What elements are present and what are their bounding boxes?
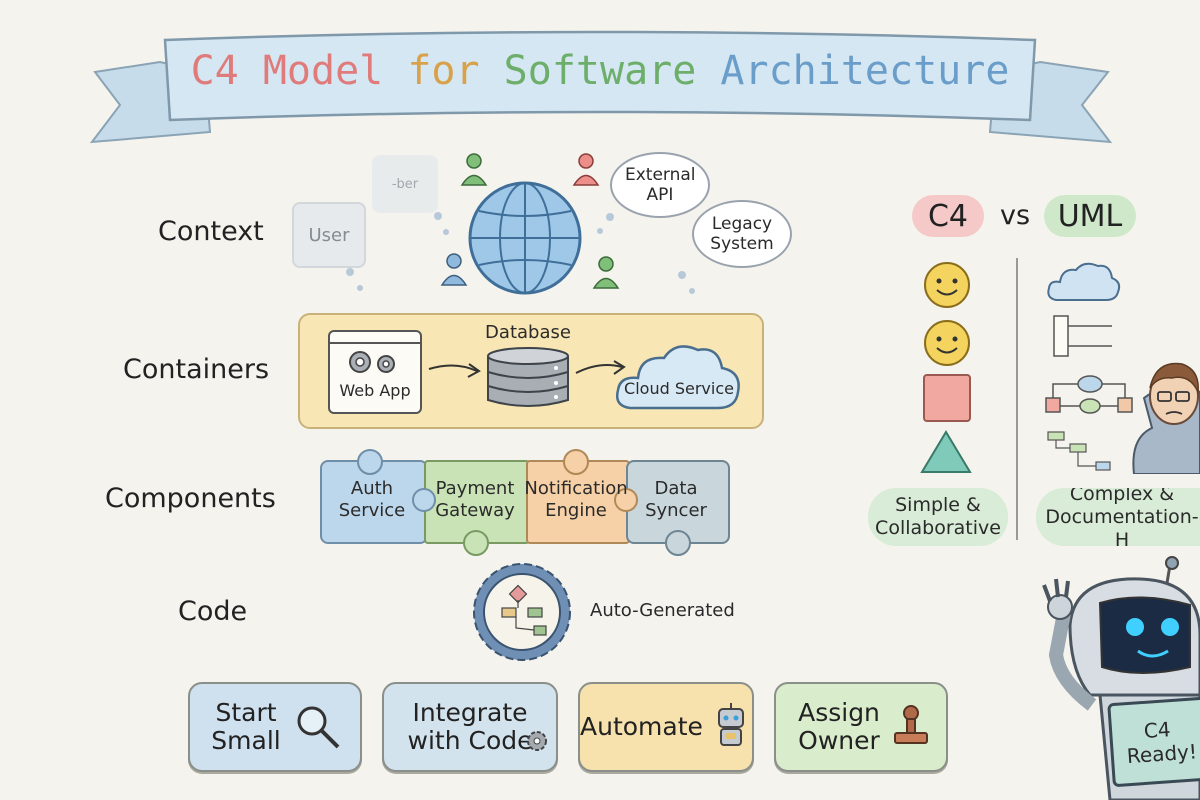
component-auth-service-label: Auth Service: [338, 478, 406, 521]
comparison-divider: [1016, 258, 1018, 540]
legacy-system-bubble: Legacy System: [692, 200, 792, 268]
smiley-icon: [924, 262, 970, 308]
legacy-system-label: Legacy System: [710, 214, 774, 254]
title-part-for: for: [383, 48, 504, 94]
bubble-dots: [597, 213, 695, 294]
user-box-faded: -ber: [372, 155, 438, 213]
start-small-label: Start Small: [211, 698, 281, 755]
magnifier-icon: [297, 706, 340, 749]
uml-class-diagram-icon: [1053, 315, 1112, 357]
component-payment-gateway: [424, 460, 530, 544]
user-box: User: [292, 202, 366, 268]
c4-pill: C4: [912, 195, 984, 237]
level-context-label: Context: [158, 216, 264, 247]
robot-mascot-icon: [1042, 556, 1200, 800]
ribbon-graphic: [89, 30, 1113, 144]
web-app-label: Web App: [339, 381, 411, 400]
window-titlebar: [330, 332, 420, 344]
cloud-icon: [1047, 262, 1121, 301]
component-notification-engine-label: Notification Engine: [524, 478, 628, 521]
start-small-button[interactable]: Start Small: [188, 682, 362, 772]
title-part-c4: C4 Model: [190, 48, 384, 94]
confused-person-icon: [1132, 362, 1200, 474]
level-containers-label: Containers: [123, 354, 270, 385]
user-box-label: User: [308, 224, 350, 246]
code-flow-gear-icon: [473, 563, 571, 661]
arrow-icon: [428, 363, 481, 378]
user-box-faded-label: -ber: [391, 176, 419, 192]
waving-hand: [1042, 578, 1073, 620]
c4-caption: Simple & Collaborative: [868, 488, 1008, 546]
database-icon: [487, 347, 569, 407]
person-icon-red-top: [572, 153, 600, 186]
thought-dots: [346, 212, 449, 291]
uml-sequence-diagram-icon: [1047, 431, 1111, 471]
gear-icon: [527, 731, 547, 751]
triangle-shape-icon: [920, 430, 972, 473]
stamp-icon: [894, 705, 928, 744]
web-app-window: Web App: [328, 330, 422, 414]
integrate-with-code-button[interactable]: Integrate with Code: [382, 682, 558, 772]
external-api-bubble: External API: [610, 152, 710, 218]
title-part-architecture: Architecture: [696, 48, 1010, 94]
assign-owner-button[interactable]: Assign Owner: [774, 682, 948, 772]
cloud-icon: [616, 345, 740, 410]
component-data-syncer-label: Data Syncer: [645, 478, 707, 521]
person-icon-blue-left: [440, 253, 468, 286]
square-shape-icon: [923, 374, 971, 422]
uml-activity-diagram-icon: [1045, 375, 1133, 414]
gears-icon: [349, 351, 395, 373]
title-ribbon: [0, 0, 1200, 160]
person-icon-green-top: [460, 153, 488, 186]
assign-owner-label: Assign Owner: [798, 698, 880, 755]
globe-icon: [468, 181, 582, 295]
smiley-icon: [924, 320, 970, 366]
database-label: Database: [485, 322, 571, 343]
c4-caption-label: Simple & Collaborative: [875, 494, 1001, 539]
uml-pill: UML: [1044, 195, 1136, 237]
automate-label: Automate: [580, 712, 703, 741]
automate-button[interactable]: Automate: [578, 682, 754, 772]
c4-pill-label: C4: [927, 198, 969, 234]
vs-label: vs: [1000, 200, 1031, 231]
level-code-label: Code: [178, 596, 248, 627]
title-part-software: Software: [503, 48, 697, 94]
component-payment-gateway-label: Payment Gateway: [435, 478, 515, 521]
uml-caption-label: Complex & Documentation-H: [1045, 488, 1199, 546]
level-components-label: Components: [105, 483, 276, 514]
puzzle-knobs: [357, 449, 691, 556]
uml-caption: Complex & Documentation-H: [1036, 488, 1200, 546]
uml-pill-label: UML: [1057, 198, 1123, 234]
page-title: C4 Model for Software Architecture: [180, 48, 1020, 94]
c4-ready-sign-label: C4 Ready!: [1126, 717, 1198, 769]
arrow-icon: [575, 360, 626, 375]
cloud-service-label: Cloud Service: [624, 379, 734, 398]
external-api-label: External API: [625, 165, 696, 205]
robot-icon: [717, 703, 744, 746]
person-icon-green-right: [592, 256, 620, 289]
c4-ready-sign: C4 Ready!: [1107, 696, 1200, 788]
integrate-with-code-label: Integrate with Code: [407, 698, 533, 755]
auto-generated-label: Auto-Generated: [590, 600, 735, 621]
